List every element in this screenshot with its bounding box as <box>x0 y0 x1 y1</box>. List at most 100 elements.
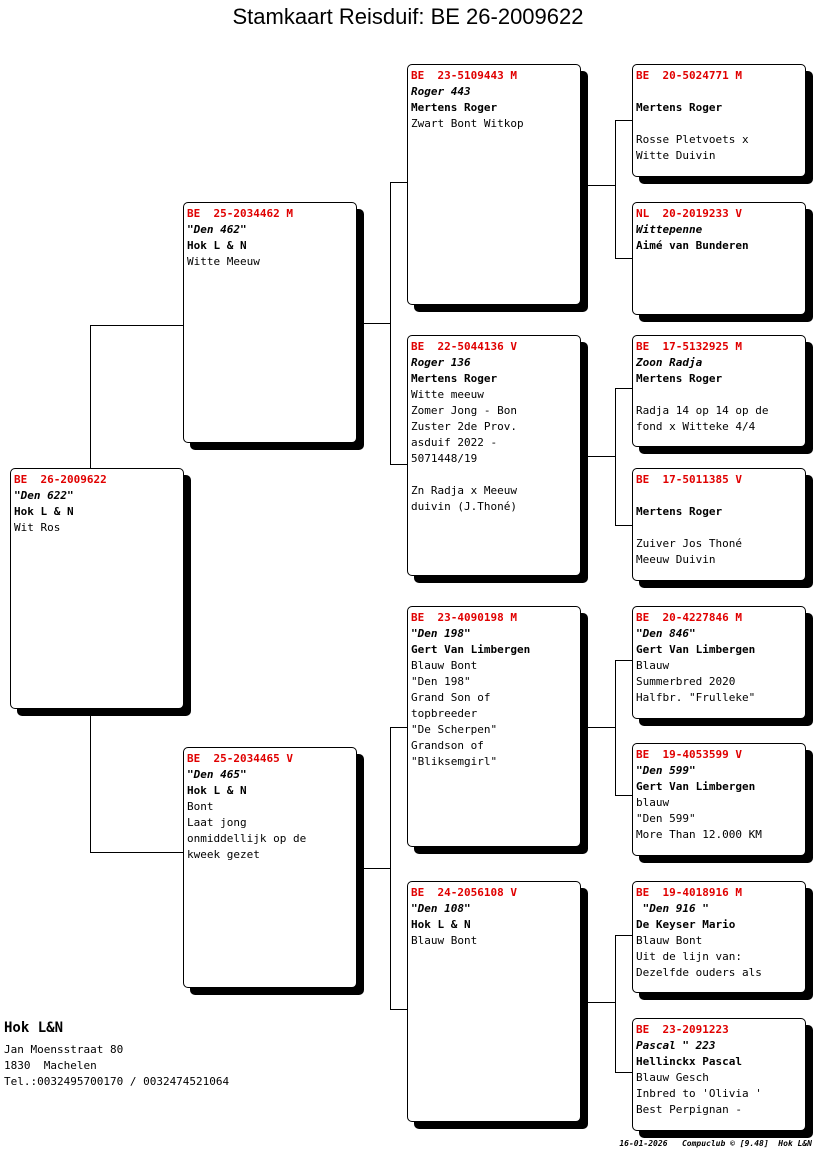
owner-name: Mertens Roger <box>636 372 723 385</box>
owner-name: Hok L & N <box>187 784 247 797</box>
ring-number: BE 17-5132925 M <box>636 340 742 353</box>
connector <box>615 388 616 525</box>
description-line: Best Perpignan - <box>636 1103 742 1116</box>
owner-name: Hok L & N <box>187 239 247 252</box>
connector <box>90 852 183 853</box>
ring-number: NL 20-2019233 V <box>636 207 742 220</box>
owner-name: Gert Van Limbergen <box>411 643 531 656</box>
description-line: duivin (J.Thoné) <box>411 500 517 513</box>
description-line: Witte Duivin <box>636 149 716 162</box>
description-line: "Den 198" <box>411 675 471 688</box>
description-line: Inbred to 'Olivia ' <box>636 1087 762 1100</box>
ring-number: BE 20-4227846 M <box>636 611 742 624</box>
pigeon-name: Roger 443 <box>411 85 471 98</box>
description-line: 5071448/19 <box>411 452 478 465</box>
connector <box>356 868 390 869</box>
pigeon-card-mf[interactable]: BE 23-4090198 M"Den 198"Gert Van Limberg… <box>407 606 581 847</box>
description-line: Zn Radja x Meeuw <box>411 484 517 497</box>
pigeon-card-mm[interactable]: BE 24-2056108 V "Den 108" Hok L & N Blauw B… <box>407 881 581 1122</box>
owner-name: Hok L & N <box>14 505 74 518</box>
connector <box>390 182 391 464</box>
ring-number: BE 20-5024771 M <box>636 69 742 82</box>
description-line: Witte meeuw <box>411 388 484 401</box>
ring-number: BE 22-5044136 V <box>411 340 517 353</box>
connector <box>615 795 632 796</box>
owner-name: Mertens Roger <box>411 101 498 114</box>
page-title: Stamkaart Reisduif: BE 26-2009622 <box>232 4 584 29</box>
print-stamp: 16-01-2026 Compuclub © [9.48] Hok L&N <box>619 1139 812 1148</box>
owner-name: Mertens Roger <box>636 101 723 114</box>
description-line: Summerbred 2020 <box>636 675 736 688</box>
connector <box>615 388 632 389</box>
pigeon-name: "Den 108" <box>411 902 471 915</box>
description-line: asduif 2022 - <box>411 436 498 449</box>
connector <box>390 727 391 1009</box>
ring-number: BE 23-5109443 M <box>411 69 517 82</box>
connector <box>580 185 615 186</box>
pigeon-name: Zoon Radja <box>636 356 703 369</box>
pigeon-name <box>636 488 802 504</box>
pigeon-name: "Den 462" <box>187 223 247 236</box>
connector <box>615 258 632 259</box>
description-line <box>636 387 802 403</box>
description-line: "De Scherpen" <box>411 723 498 736</box>
connector <box>615 935 616 1072</box>
pigeon-name: "Den 465" <box>187 768 247 781</box>
description-line: Blauw Bont <box>411 934 478 947</box>
connector <box>390 1009 407 1010</box>
ring-number: BE 19-4018916 M <box>636 886 742 899</box>
description-line: More Than 12.000 KM <box>636 828 762 841</box>
loft-address: Jan Moensstraat 80 <box>4 1043 124 1056</box>
pigeon-card-mfm[interactable]: BE 19-4053599 V"Den 599"Gert Van Limberg… <box>632 743 806 856</box>
loft-phone: Tel.:0032495700170 / 0032474521064 <box>4 1075 230 1088</box>
ring-number: BE 25-2034462 M <box>187 207 293 220</box>
pigeon-card-mff[interactable]: BE 20-4227846 M"Den 846"Gert Van Limberg… <box>632 606 806 719</box>
description-line: Halfbr. "Frulleke" <box>636 691 756 704</box>
ring-number: BE 17-5011385 V <box>636 473 742 486</box>
pigeon-name: Pascal " 223 <box>636 1039 716 1052</box>
owner-name: Gert Van Limbergen <box>636 780 756 793</box>
connector <box>615 120 632 121</box>
description-line: Bont <box>187 800 214 813</box>
owner-name: Hok L & N <box>411 918 471 931</box>
pigeon-name: "Den 622" <box>14 489 74 502</box>
owner-name: De Keyser Mario <box>636 918 736 931</box>
ring-number: BE 24-2056108 V <box>411 886 517 899</box>
description-line: "Den 599" <box>636 812 696 825</box>
pigeon-name: "Den 198" <box>411 627 471 640</box>
description-line: onmiddellijk op de <box>187 832 307 845</box>
description-line: Wit Ros <box>14 521 61 534</box>
connector <box>580 1002 615 1003</box>
pigeon-name: Wittepenne <box>636 223 703 236</box>
description-line: Zwart Bont Witkop <box>411 117 524 130</box>
connector <box>580 727 615 728</box>
description-line: Dezelfde ouders als <box>636 966 762 979</box>
pigeon-card-mmf[interactable]: BE 19-4018916 M "Den 916 "De Keyser Mari… <box>632 881 806 993</box>
description-line: blauw <box>636 796 670 809</box>
owner-name: Hellinckx Pascal <box>636 1055 742 1068</box>
description-line <box>636 520 802 536</box>
connector <box>90 325 183 326</box>
pigeon-name: "Den 846" <box>636 627 696 640</box>
description-line: Blauw <box>636 659 670 672</box>
description-line: Laat jong <box>187 816 247 829</box>
pigeon-name: Roger 136 <box>411 356 471 369</box>
connector <box>390 727 407 728</box>
pigeon-name: "Den 599" <box>636 764 696 777</box>
description-line: kweek gezet <box>187 848 260 861</box>
ring-number: BE 23-2091223 <box>636 1023 729 1036</box>
description-line: topbreeder <box>411 707 478 720</box>
description-line: fond x Witteke 4/4 <box>636 420 756 433</box>
description-line: Uit de lijn van: <box>636 950 742 963</box>
description-line: Grandson of <box>411 739 484 752</box>
